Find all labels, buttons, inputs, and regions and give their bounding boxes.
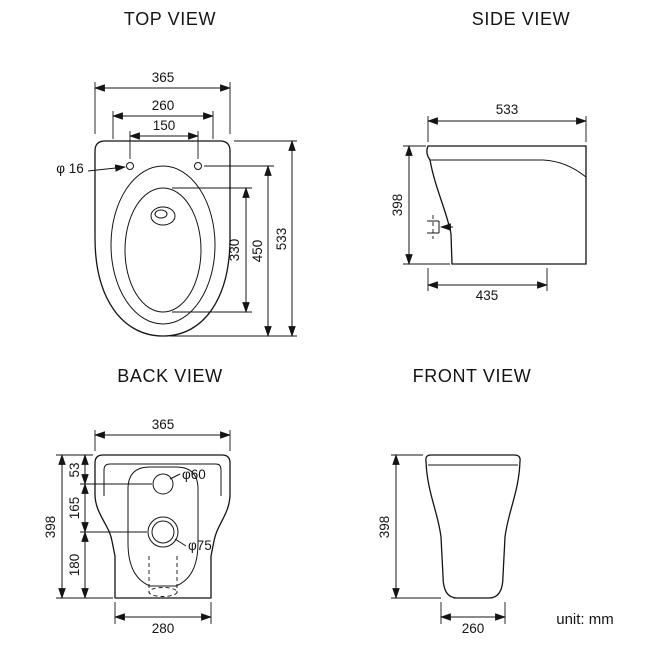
front-view-title: FRONT VIEW <box>413 366 532 386</box>
dim-base-width: 260 <box>462 621 485 636</box>
dim-depth: 533 <box>496 102 519 117</box>
back-view-dimensions: 365 53 165 180 398 φ60 φ75 280 <box>43 417 232 636</box>
dim-width: 365 <box>152 417 175 432</box>
dim-seat-length: 450 <box>250 240 265 263</box>
side-fixing-detail <box>427 215 453 239</box>
dim-width: 365 <box>152 70 175 85</box>
side-view: SIDE VIEW 533 <box>390 9 588 303</box>
flush-jet-inner <box>154 209 168 219</box>
side-view-drawing <box>426 145 587 265</box>
front-view: FRONT VIEW 398 260 <box>377 366 531 636</box>
side-view-title: SIDE VIEW <box>472 9 570 29</box>
back-bowl-silhouette <box>127 466 199 587</box>
dim-hinge-hole-dia: φ 16 <box>56 161 84 176</box>
dim-overall-length: 533 <box>274 228 289 251</box>
side-view-dimensions: 533 398 435 <box>390 102 588 303</box>
top-view-dimensions: 365 260 150 φ 16 533 450 330 <box>56 70 297 338</box>
bowl-opening-ellipse <box>124 187 202 313</box>
outlet-hole-outer <box>147 516 179 548</box>
back-inner-contour <box>103 463 222 496</box>
dim-tank-width: 260 <box>152 98 175 113</box>
hinge-hole-right <box>194 162 202 170</box>
leader-line-inlet <box>169 473 181 480</box>
top-view-drawing <box>94 140 231 337</box>
back-view-drawing <box>94 454 231 599</box>
top-view-title: TOP VIEW <box>124 9 216 29</box>
dim-hinge-spacing: 150 <box>153 118 176 133</box>
dim-middle-segment: 165 <box>67 497 82 520</box>
front-view-dimensions: 398 260 <box>377 453 507 636</box>
dim-bottom-segment: 180 <box>67 554 82 577</box>
toilet-top-outline <box>94 140 231 337</box>
unit-label: unit: mm <box>556 611 614 628</box>
leader-line-hinge-hole <box>87 164 127 172</box>
front-view-drawing <box>425 454 521 599</box>
dim-height: 398 <box>43 516 58 539</box>
dim-base-width: 280 <box>152 621 175 636</box>
dim-height: 398 <box>390 194 405 217</box>
toilet-front-outline <box>425 454 521 599</box>
top-view: TOP VIEW 365 260 150 <box>56 9 297 338</box>
side-lid-front-edge <box>426 145 431 161</box>
dim-height: 398 <box>377 516 392 539</box>
side-seat-underside <box>430 159 587 178</box>
side-bowl-front <box>429 159 453 265</box>
flush-jet-outline <box>150 206 176 226</box>
hinge-hole-left <box>126 162 134 170</box>
back-view-title: BACK VIEW <box>117 366 222 386</box>
hidden-outlet-arc <box>148 587 178 597</box>
back-view: BACK VIEW 365 53 1 <box>43 366 232 636</box>
outlet-hole-inner <box>151 520 175 544</box>
seat-ring-ellipse <box>110 165 216 325</box>
dim-outlet-dia: φ75 <box>188 538 212 553</box>
dim-opening-length: 330 <box>227 239 242 262</box>
dim-inlet-dia: φ60 <box>182 467 206 482</box>
dim-base-depth: 435 <box>476 288 499 303</box>
inlet-hole <box>152 473 174 495</box>
toilet-back-outline <box>94 454 231 599</box>
dim-top-segment: 53 <box>67 462 82 477</box>
leader-line-outlet <box>174 538 187 547</box>
